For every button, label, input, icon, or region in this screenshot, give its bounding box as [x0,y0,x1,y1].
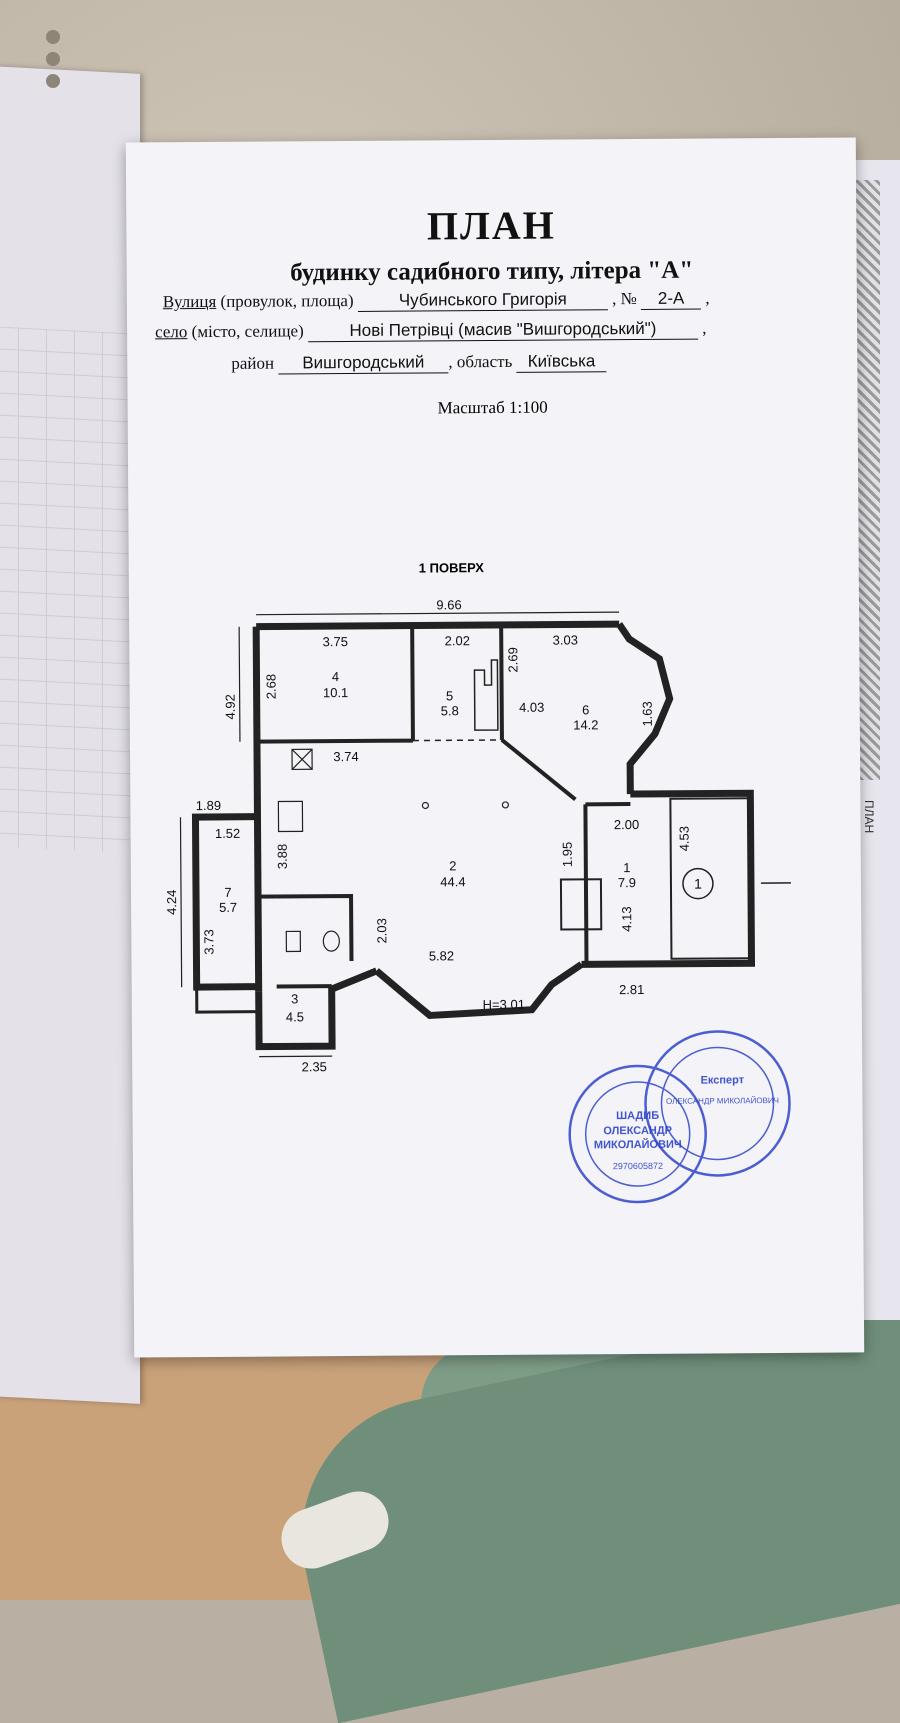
dim-235: 2.35 [302,1059,327,1074]
dim-200: 2.00 [614,817,639,832]
dimension-line [180,817,181,987]
dim-202: 2.02 [445,633,470,648]
dim-269: 2.69 [505,647,520,672]
wall [377,964,582,1015]
fireplace [561,879,601,929]
room-2-area: 44.4 [440,874,465,889]
porch [670,798,751,959]
wall [501,625,502,740]
stove-icon [278,801,302,831]
room-1-area: 7.9 [618,875,636,890]
svg-text:МИКОЛАЙОВИЧ: МИКОЛАЙОВИЧ [594,1138,682,1152]
left-page-table [0,326,130,853]
room-4-number: 4 [332,669,339,684]
svg-text:ОЛЕКСАНДР: ОЛЕКСАНДР [603,1125,672,1137]
room-2-number: 2 [449,858,456,873]
room-5-area: 5.8 [441,703,459,718]
sink-icon [323,931,339,951]
svg-text:Експерт: Експерт [701,1074,745,1086]
room-5-number: 5 [446,688,453,703]
room-7-number: 7 [224,885,231,900]
room-4-area: 10.1 [323,685,348,700]
room-3-number: 3 [291,991,298,1006]
binder-hole [46,74,60,88]
dim-195: 1.95 [560,842,575,867]
wall [259,971,378,1047]
dim-overall-width: 9.66 [436,597,461,612]
dim-281: 2.81 [619,982,644,997]
room-1-number: 1 [623,860,630,875]
wall [412,626,413,741]
dim-453: 4.53 [677,826,692,851]
room-3-area: 4.5 [286,1009,304,1024]
sheet-edge-text: ПЛАН [862,800,876,833]
dim-163: 1.63 [640,701,655,726]
svg-text:ШАДИБ: ШАДИБ [616,1110,659,1122]
dim-189: 1.89 [196,798,221,813]
wall [580,793,751,964]
light-point [502,802,508,808]
section-marker-label: 1 [694,876,702,892]
wall [585,804,586,964]
dim-424: 4.24 [164,890,179,915]
dim-301: H=3.01 [483,997,525,1012]
wall [257,741,413,742]
dim-374: 3.74 [333,749,358,764]
stairs-line [413,740,502,741]
dim-375: 3.75 [323,634,348,649]
binder-hole [46,52,60,66]
stairs [474,660,497,730]
room-7-area: 5.7 [219,900,237,915]
toilet-icon [286,931,300,951]
dim-373: 3.73 [201,929,216,954]
dim-203: 2.03 [374,918,389,943]
left-facing-page [0,66,140,1404]
room-6-number: 6 [582,702,589,717]
dim-388: 3.88 [275,844,290,869]
svg-text:2970605872: 2970605872 [613,1161,663,1171]
svg-text:ОЛЕКСАНДР МИКОЛАЙОВИЧ: ОЛЕКСАНДР МИКОЛАЙОВИЧ [666,1096,779,1106]
light-point [422,802,428,808]
dimension-line [256,612,619,615]
dim-152: 1.52 [215,826,240,841]
binder-hole [46,30,60,44]
dim-303: 3.03 [553,632,578,647]
dim-413: 4.13 [619,906,634,931]
dim-492: 4.92 [223,694,238,719]
plan-sheet: ПЛАН будинку садибного типу, літера "А" … [126,137,864,1357]
seal-stamps: ШАДИБ ОЛЕКСАНДР МИКОЛАЙОВИЧ 2970605872 Е… [562,1023,823,1225]
dim-403: 4.03 [519,700,544,715]
wall [256,627,259,992]
room-6-area: 14.2 [573,717,598,732]
wall [256,624,619,627]
dimension-line [259,1056,332,1057]
dim-268: 2.68 [263,674,278,699]
dimension-line [239,627,240,742]
wall [502,739,575,800]
dim-582: 5.82 [429,948,454,963]
